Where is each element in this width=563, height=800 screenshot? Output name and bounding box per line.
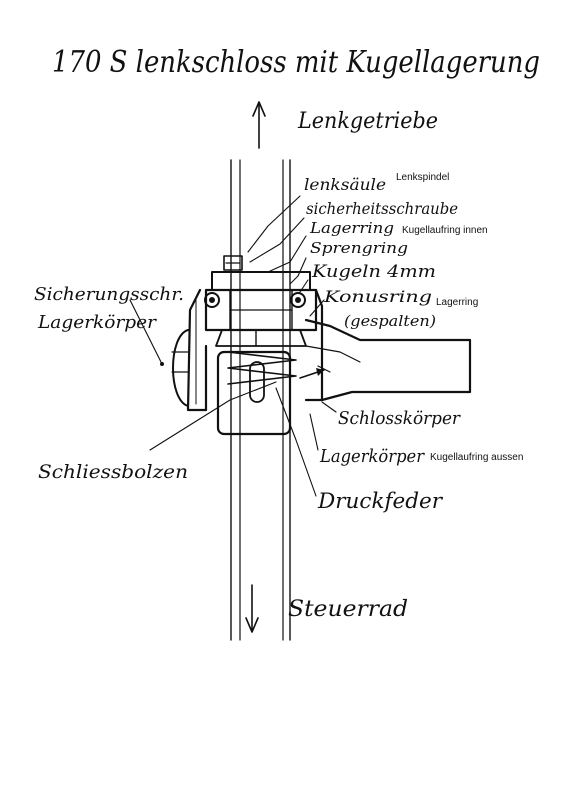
label-lagerkoerper-right: Lagerkörper — [319, 446, 425, 467]
lock-bolt-block — [216, 350, 292, 436]
compression-spring — [227, 351, 297, 385]
label-kugellaufring-aussen: Kugellaufring aussen — [430, 452, 523, 463]
label-kugellaufring-innen: Kugellaufring innen — [402, 225, 488, 236]
label-sprengring: Sprengring — [310, 239, 408, 257]
up-arrow-head — [252, 101, 266, 117]
label-lagerring-hand: Lagerring — [309, 219, 394, 237]
label-steuerrad: Steuerrad — [288, 597, 408, 622]
lock-body — [299, 318, 472, 402]
label-konusring: Konusring — [323, 287, 432, 306]
down-arrow-head — [245, 617, 259, 633]
label-konusring-sub: (gespalten) — [344, 312, 436, 330]
label-sicherheitsschraube: sicherheitsschraube — [306, 199, 458, 218]
bearing-assembly — [171, 255, 324, 436]
label-lenkgetriebe: Lenkgetriebe — [297, 109, 438, 134]
label-lenkspindel: Lenkspindel — [396, 172, 449, 183]
label-schlosskoerper: Schlosskörper — [338, 408, 461, 429]
label-kugeln: Kugeln 4mm — [311, 262, 436, 282]
label-sicherungsschr: Sicherungsschr. — [34, 284, 184, 305]
label-lagerring-typed: Lagerring — [436, 297, 478, 308]
label-lagerkoerper-left: Lagerkörper — [37, 312, 157, 333]
label-schliessbolzen: Schliessbolzen — [38, 461, 188, 483]
label-lenksaeule: lenksäule — [304, 175, 386, 194]
label-druckfeder: Druckfeder — [317, 489, 444, 513]
leader-lines — [129, 195, 337, 497]
diagram-title: 170 S lenkschloss mit Kugellagerung — [52, 45, 540, 80]
